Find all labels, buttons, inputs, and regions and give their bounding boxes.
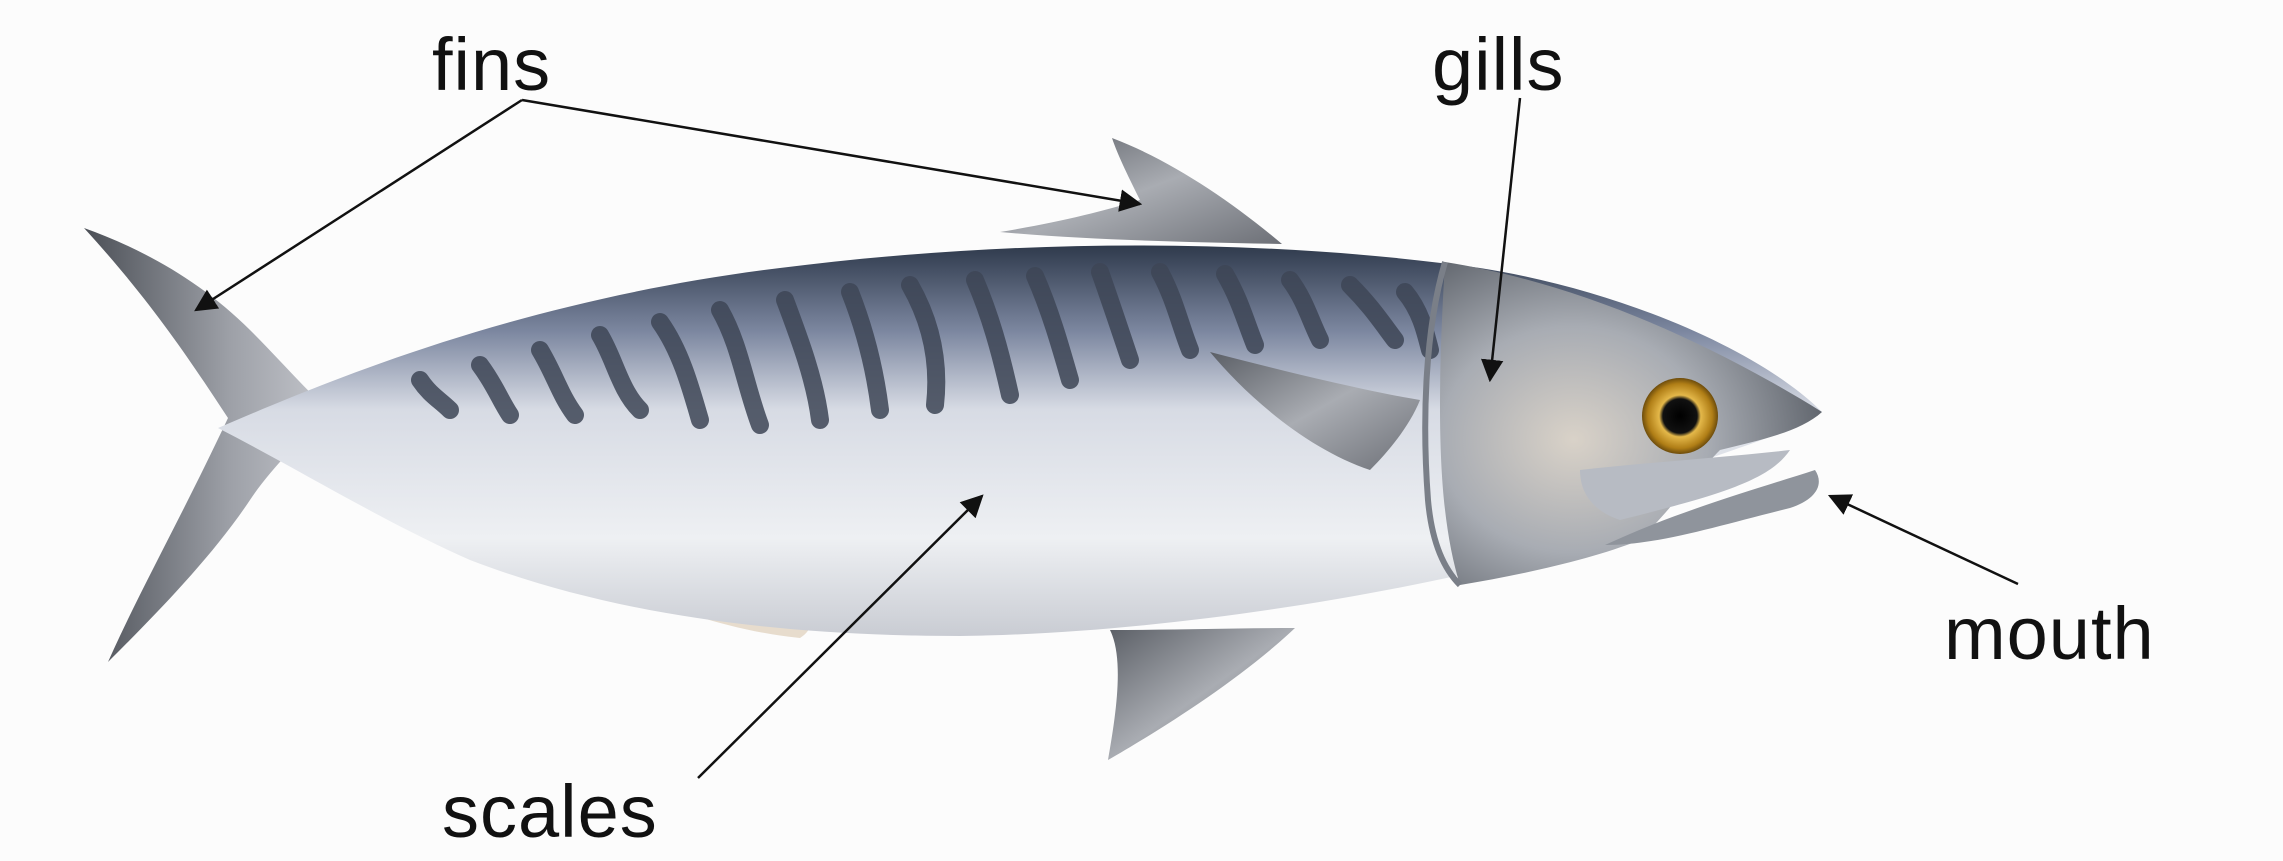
label-gills: gills [1432, 28, 1564, 102]
dorsal-fin [1000, 138, 1282, 244]
anal-fin [1108, 628, 1295, 760]
label-fins: fins [432, 28, 551, 102]
leader-fins-tail [196, 100, 522, 310]
leader-fins-dorsal [522, 100, 1140, 204]
label-mouth: mouth [1944, 597, 2155, 671]
eye [1642, 378, 1718, 454]
leader-mouth [1830, 496, 2018, 584]
label-scales: scales [442, 775, 658, 849]
